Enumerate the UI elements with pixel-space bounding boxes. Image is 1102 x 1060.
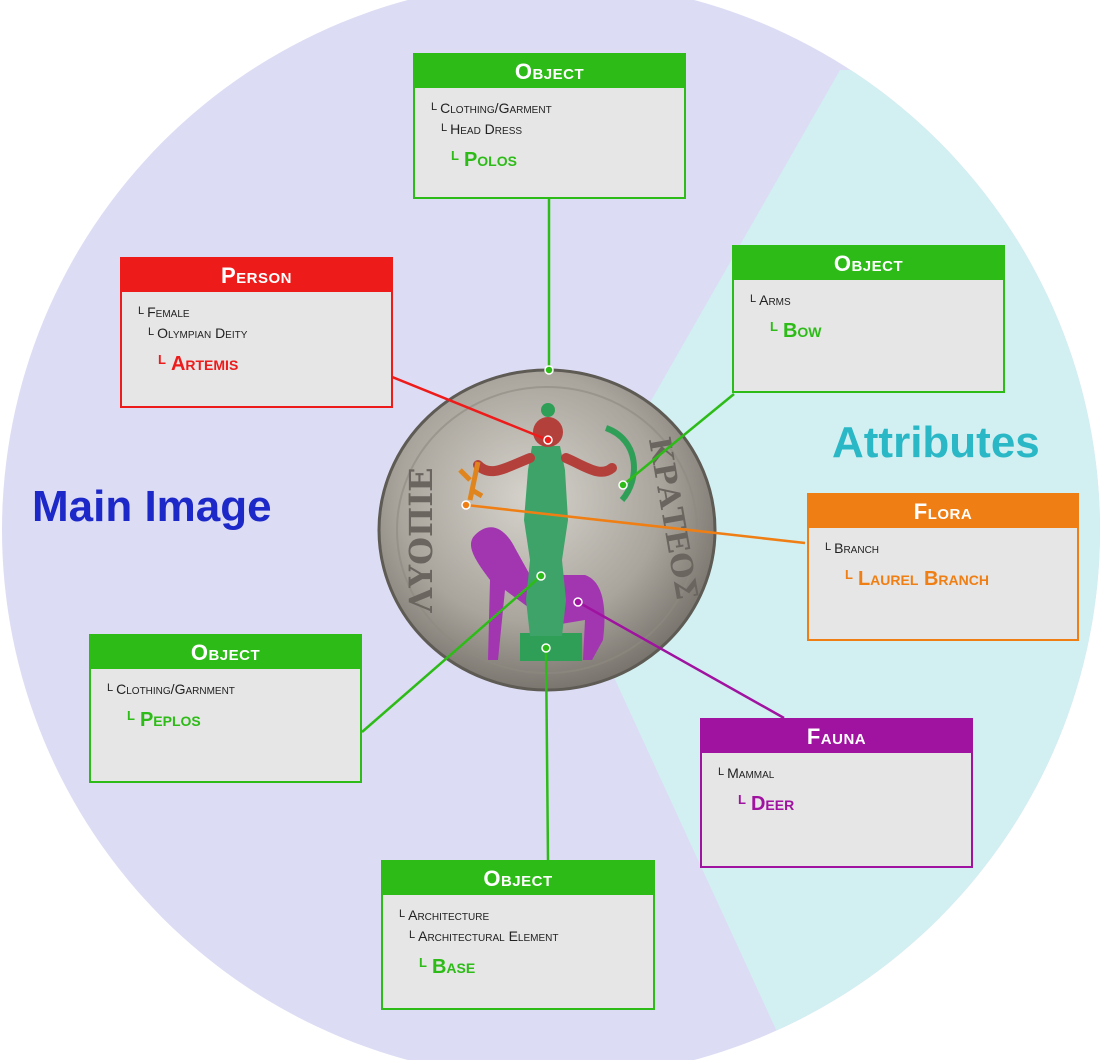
base-box-category: Object xyxy=(383,862,653,895)
artemis-head xyxy=(533,417,563,447)
connector-artemis xyxy=(364,364,549,442)
base-leaf: Base xyxy=(431,956,476,978)
peplos-box-category: Object xyxy=(91,636,360,669)
base-figure xyxy=(520,633,582,661)
connector-bow xyxy=(622,393,735,486)
laurel-figure xyxy=(458,461,484,501)
connector-peplos xyxy=(361,575,542,733)
polos-figure xyxy=(541,403,555,417)
connector-deer xyxy=(577,600,785,720)
coin-legend-left: ΛΥΟΠΙΕ xyxy=(402,467,440,613)
laurel-box-category: Flora xyxy=(809,495,1077,528)
artemis-box-category: Person xyxy=(122,259,391,292)
connector-laurel xyxy=(465,503,806,545)
main-image-label: Main Image xyxy=(32,482,272,531)
coin: ΛΥΟΠΙΕ ΚΡΑΤΕΟΣ xyxy=(377,368,717,692)
connector-dots xyxy=(461,365,628,653)
deer-leaf: Deer xyxy=(750,793,795,815)
base-path-1: Architecture xyxy=(408,907,490,923)
attributes-label: Attributes xyxy=(832,418,1040,467)
peplos-path-1: Clothing/Garnment xyxy=(116,681,235,697)
polos-leaf: Polos xyxy=(463,149,517,171)
polos-box-category: Object xyxy=(415,55,684,88)
artemis-leaf: Artemis xyxy=(170,353,239,375)
bow-figure xyxy=(604,425,637,503)
bow-leaf: Bow xyxy=(782,320,822,342)
bow-box-category: Object xyxy=(734,247,1003,280)
deer-path-1: Mammal xyxy=(727,765,775,781)
laurel-leaf: Laurel Branch xyxy=(857,568,989,590)
artemis-arms xyxy=(473,453,617,477)
artemis-path-1: Female xyxy=(147,304,190,320)
connectors xyxy=(361,198,806,861)
artemis-path-2: Olympian Deity xyxy=(157,325,248,341)
peplos-leaf: Peplos xyxy=(139,709,201,731)
deer-box-category: Fauna xyxy=(702,720,971,753)
peplos-figure xyxy=(524,446,568,636)
laurel-path-1: Branch xyxy=(834,540,880,556)
polos-path-1: Clothing/Garment xyxy=(440,100,552,116)
polos-path-2: Head Dress xyxy=(450,121,523,137)
base-path-2: Architectural Element xyxy=(418,928,559,944)
connector-base xyxy=(544,647,550,861)
bow-path-1: Arms xyxy=(759,292,791,308)
